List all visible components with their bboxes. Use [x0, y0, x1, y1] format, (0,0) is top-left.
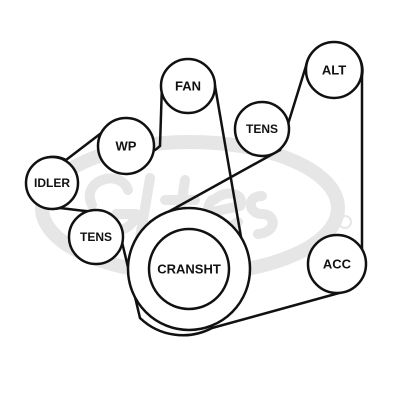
- pulley-tens-upper: TENS: [233, 100, 291, 158]
- belt-crank-to-acc: [210, 288, 352, 330]
- pulley-alt-circle: [304, 40, 364, 100]
- pulley-alt: ALT: [304, 40, 364, 100]
- pulley-idler: IDLER: [24, 155, 80, 211]
- pulley-alt-label: ALT: [322, 63, 346, 78]
- pulley-tens-upper-label: TENS: [246, 122, 278, 136]
- pulley-tens-lower-label: TENS: [80, 230, 112, 244]
- pulleys-group: FAN WP IDLER TENS TENS ALT ACC: [24, 40, 368, 332]
- watermark-registered-mark: [338, 215, 352, 229]
- pulley-fan-circle: [159, 57, 217, 115]
- pulley-acc-label: ACC: [323, 257, 352, 272]
- pulley-wp-circle: [96, 116, 156, 176]
- pulley-wp-label: WP: [116, 139, 137, 154]
- pulley-cranksht: CRANSHT: [126, 206, 252, 332]
- pulley-tens-lower-circle: [67, 208, 125, 266]
- pulley-acc-circle: [306, 233, 368, 295]
- pulley-fan-label: FAN: [175, 79, 201, 94]
- pulley-tens-lower: TENS: [67, 208, 125, 266]
- pulley-cranksht-inner-circle: [147, 227, 231, 311]
- pulley-cranksht-label: CRANSHT: [157, 262, 221, 277]
- pulley-idler-circle: [24, 155, 80, 211]
- pulley-wp: WP: [96, 116, 156, 176]
- pulley-tens-upper-circle: [233, 100, 291, 158]
- pulley-acc: ACC: [306, 233, 368, 295]
- pulley-idler-label: IDLER: [34, 176, 70, 190]
- belt-wp-to-idler: [64, 132, 102, 162]
- pulley-fan: FAN: [159, 57, 217, 115]
- belt-crank-bottom-wrap: [138, 316, 214, 337]
